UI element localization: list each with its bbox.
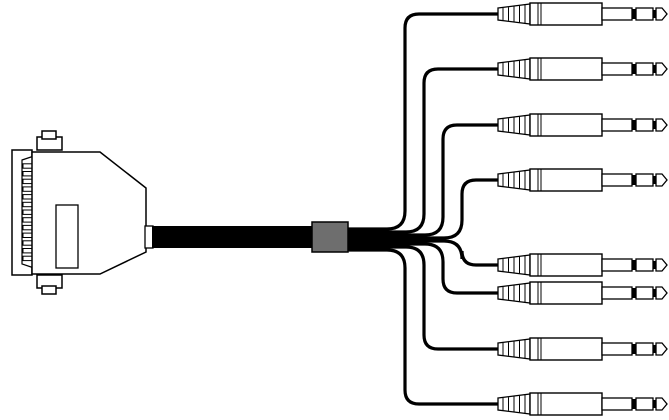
breakout-cable [346,178,502,240]
plug-insulator [632,64,636,74]
connector-pin [22,201,33,208]
breakout-sleeve [311,221,349,253]
plug-sleeve [601,173,633,187]
plug-sleeve [601,258,633,272]
trs-plug-2 [497,57,668,81]
connector-pin [22,163,33,169]
connector-pin [22,186,33,192]
plug-insulator [632,175,636,185]
plug-sleeve [601,7,633,21]
breakout-cable [346,242,502,295]
plug-tip [655,397,668,411]
hood-label-window [55,204,79,269]
trs-plug-8 [497,392,668,416]
breakout-cable [346,67,502,234]
plug-insulator [653,289,656,297]
plug-insulator [653,400,656,408]
plug-sleeve [601,62,633,76]
plug-insulator [653,121,656,129]
plug-insulator [632,260,636,270]
trs-plug-4 [497,168,668,192]
connector-pin [22,178,33,185]
connector-pin [22,255,33,262]
trs-plugs [497,2,668,416]
breakout-cable [346,248,502,406]
plug-insulator [632,120,636,130]
plug-tip [655,342,668,356]
plug-ring [635,62,654,76]
connector-pin [22,209,33,215]
trs-plug-7 [497,337,668,361]
plug-sleeve [601,118,633,132]
plug-tip [655,258,668,272]
plug-sleeve [601,342,633,356]
plug-insulator [653,65,656,73]
breakout-cable [346,12,502,231]
plug-ring [635,397,654,411]
plug-insulator [653,10,656,18]
breakout-cable [346,245,502,351]
plug-tip [655,173,668,187]
plug-ring [635,118,654,132]
trs-plug-1 [497,2,668,26]
strain-relief [144,225,154,249]
main-cable [152,226,318,248]
mounting-screw-bottom [41,285,57,295]
plug-tip [655,62,668,76]
connector-pin [22,232,33,239]
plug-tip [655,7,668,21]
connector-pin [22,224,33,231]
connector-pin [22,171,33,177]
db25-connector [11,130,154,295]
mounting-ear-bottom [36,274,63,289]
plug-ring [635,258,654,272]
connector-pins [22,163,33,262]
plug-ring [635,286,654,300]
breakout-cable [346,239,502,267]
plug-insulator [653,345,656,353]
plug-ring [635,173,654,187]
mounting-screw-top [41,130,57,140]
connector-pin [22,217,33,223]
plug-insulator [632,9,636,19]
connector-pin [22,194,33,200]
plug-insulator [632,344,636,354]
trs-plug-5 [497,253,668,277]
plug-tip [655,286,668,300]
breakout-cable [346,123,502,237]
plug-ring [635,342,654,356]
plug-ring [635,7,654,21]
connector-pin [22,248,33,254]
plug-insulator [632,288,636,298]
plug-insulator [653,261,656,269]
connector-hood [31,151,147,275]
plug-insulator [653,176,656,184]
trs-plug-6 [497,281,668,305]
breakout-cables [346,12,502,406]
trs-plug-3 [497,113,668,137]
connector-pin [22,240,33,246]
plug-sleeve [601,397,633,411]
plug-tip [655,118,668,132]
plug-insulator [632,399,636,409]
plug-sleeve [601,286,633,300]
